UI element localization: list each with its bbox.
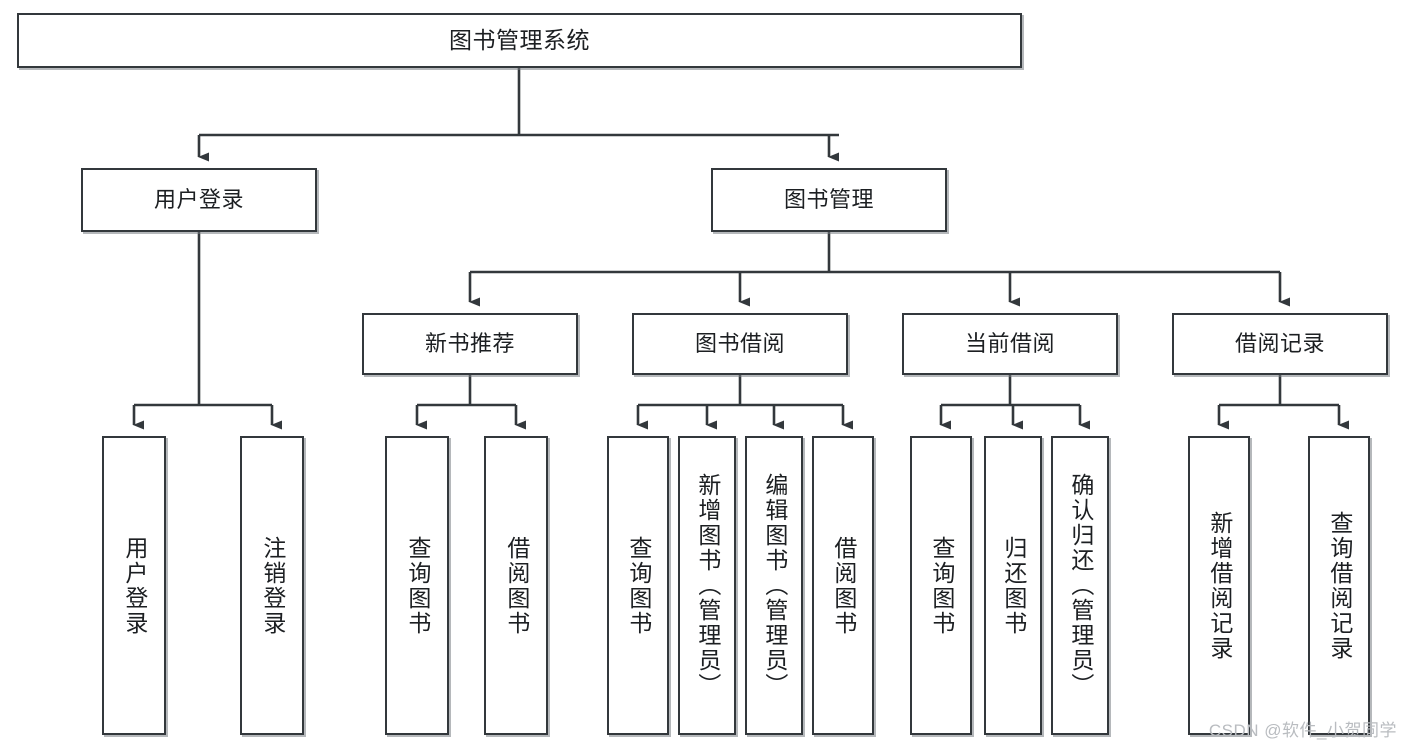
node-borrow-record-label: 借阅记录	[1234, 331, 1325, 357]
node-current-borrow-label: 当前借阅	[964, 331, 1055, 357]
node-leaf-edit-book-label: 编辑图书（管理员）	[761, 473, 788, 698]
node-leaf-query-book-1-label: 查询图书	[404, 535, 431, 636]
node-leaf-query-book-1[interactable]: 查询图书	[385, 436, 449, 735]
node-leaf-user-logout[interactable]: 注销登录	[240, 436, 304, 735]
node-borrow-record[interactable]: 借阅记录	[1172, 313, 1388, 375]
node-leaf-borrow-book-1-label: 借阅图书	[503, 535, 530, 636]
node-leaf-query-book-3[interactable]: 查询图书	[910, 436, 972, 735]
node-leaf-confirm-return[interactable]: 确认归还（管理员）	[1051, 436, 1109, 735]
node-leaf-query-record-label: 查询借阅记录	[1326, 510, 1353, 661]
node-leaf-query-book-2-label: 查询图书	[625, 535, 652, 636]
node-new-book-rec[interactable]: 新书推荐	[362, 313, 578, 375]
node-leaf-query-book-2[interactable]: 查询图书	[607, 436, 669, 735]
node-root[interactable]: 图书管理系统	[17, 13, 1022, 68]
node-root-label: 图书管理系统	[449, 26, 590, 53]
node-leaf-confirm-return-label: 确认归还（管理员）	[1067, 473, 1094, 698]
node-current-borrow[interactable]: 当前借阅	[902, 313, 1118, 375]
node-leaf-edit-book[interactable]: 编辑图书（管理员）	[745, 436, 803, 735]
node-book-manage-label: 图书管理	[783, 187, 874, 213]
node-user-login[interactable]: 用户登录	[81, 168, 317, 232]
node-book-borrow[interactable]: 图书借阅	[632, 313, 848, 375]
node-leaf-user-login-label: 用户登录	[121, 535, 148, 636]
node-book-borrow-label: 图书借阅	[694, 331, 785, 357]
node-leaf-borrow-book-2-label: 借阅图书	[830, 535, 857, 636]
node-book-manage[interactable]: 图书管理	[711, 168, 947, 232]
node-leaf-borrow-book-2[interactable]: 借阅图书	[812, 436, 874, 735]
node-leaf-borrow-book-1[interactable]: 借阅图书	[484, 436, 548, 735]
node-leaf-query-book-3-label: 查询图书	[928, 535, 955, 636]
node-leaf-return-book-label: 归还图书	[1000, 535, 1027, 636]
node-leaf-add-record[interactable]: 新增借阅记录	[1188, 436, 1250, 735]
node-leaf-add-book-label: 新增图书（管理员）	[694, 473, 721, 698]
node-new-book-rec-label: 新书推荐	[424, 331, 515, 357]
node-leaf-add-book[interactable]: 新增图书（管理员）	[678, 436, 736, 735]
node-leaf-query-record[interactable]: 查询借阅记录	[1308, 436, 1370, 735]
node-leaf-return-book[interactable]: 归还图书	[984, 436, 1042, 735]
watermark: CSDN @软件_小贺同学	[1208, 721, 1397, 740]
node-leaf-user-login[interactable]: 用户登录	[102, 436, 166, 735]
node-leaf-add-record-label: 新增借阅记录	[1206, 510, 1233, 661]
node-user-login-label: 用户登录	[153, 187, 244, 213]
node-leaf-user-logout-label: 注销登录	[259, 535, 286, 636]
